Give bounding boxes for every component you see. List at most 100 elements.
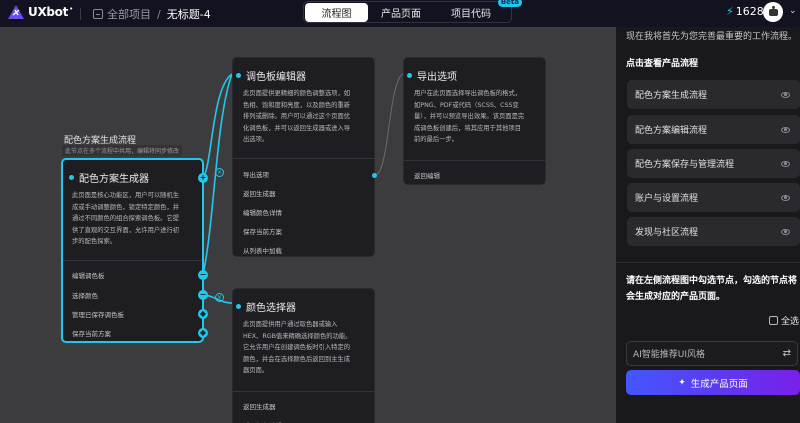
panel-intro-text: 现在我将首先为您完善最重要的工作流程。 [626, 32, 798, 42]
checkbox-icon[interactable] [769, 316, 778, 325]
node-divider [233, 158, 374, 159]
node-title-text: 导出选项 [417, 72, 457, 83]
node-title-text: 调色板编辑器 [246, 72, 306, 83]
node-title-text: 颜色选择器 [246, 303, 296, 314]
view-tabs: 流程图 产品页面 项目代码 Beta [303, 0, 522, 23]
node-title: 颜色选择器 [236, 299, 296, 314]
generate-button-label: 生成产品页面 [690, 378, 748, 390]
flow-item-label: 配色方案保存与管理流程 [635, 160, 735, 170]
node-title: 调色板编辑器 [236, 68, 306, 83]
output-port-icon[interactable] [372, 173, 377, 178]
project-title[interactable]: 无标题-4 [166, 8, 211, 21]
eye-icon[interactable] [781, 126, 790, 133]
eye-icon[interactable] [781, 228, 790, 235]
panel-heading: 点击查看产品流程 [626, 59, 699, 69]
node-color-picker[interactable]: 颜色选择器 此页面提供用户通过取色器或输入 HEX、RGB值来精确选择颜色的功能… [232, 288, 375, 423]
flow-item-generation[interactable]: 配色方案生成流程 [627, 80, 800, 109]
node-dot-icon [236, 304, 241, 309]
link-port-icon[interactable]: × [215, 168, 224, 177]
select-all-label: 全选 [781, 317, 800, 327]
eye-icon[interactable] [781, 91, 790, 98]
eye-icon[interactable] [781, 194, 790, 201]
flowchart-canvas[interactable]: 配色方案生成流程 此节点在多个流程中共用，编辑将同步修改 配色方案生成器 此页面… [0, 27, 616, 423]
node-action-edit-color-details[interactable]: 编辑颜色详情 [243, 209, 282, 217]
node-title: 导出选项 [407, 68, 457, 83]
node-divider [233, 391, 374, 392]
node-description: 此页面提供更精细的颜色调整选项，如 色相、饱和度和亮度，以及颜色的重新 排列或删… [243, 90, 351, 143]
panel-divider [616, 262, 800, 263]
flow-item-label: 配色方案编辑流程 [635, 126, 708, 136]
flow-group-note: 此节点在多个流程中共用，编辑将同步修改 [62, 145, 183, 156]
sparkle-icon: ✦ [678, 377, 686, 388]
eye-icon[interactable] [781, 160, 790, 167]
tab-label: 产品页面 [381, 8, 421, 20]
select-all-checkbox[interactable]: 全选 [769, 314, 799, 327]
flow-item-save-manage[interactable]: 配色方案保存与管理流程 [627, 149, 800, 178]
credits-counter[interactable]: ⚡ 1628 [726, 5, 764, 18]
node-action-export[interactable]: 导出选项 [243, 171, 269, 179]
logo-text: UXbot [28, 5, 69, 19]
node-title-text: 配色方案生成器 [79, 174, 149, 185]
right-panel: 现在我将首先为您完善最重要的工作流程。 点击查看产品流程 配色方案生成流程 配色… [616, 27, 800, 423]
generate-pages-button[interactable]: ✦ 生成产品页面 [626, 370, 800, 395]
tab-project-code[interactable]: 项目代码 Beta [434, 0, 522, 22]
node-export-options[interactable]: 导出选项 用户在此页面选择导出调色板的格式， 如PNG、PDF或代码（SCSS、… [403, 57, 546, 185]
node-action-back-edit[interactable]: 返回编辑 [414, 172, 440, 180]
node-description: 用户在此页面选择导出调色板的格式， 如PNG、PDF或代码（SCSS、CSS变 … [414, 90, 525, 143]
node-action-manage-saved[interactable]: 管理已保存调色板 [72, 311, 124, 319]
tab-flowchart[interactable]: 流程图 [305, 2, 368, 22]
flow-item-label: 账户与设置流程 [635, 194, 699, 204]
logo-dot: • [69, 5, 74, 13]
action-port-icon[interactable]: − [198, 290, 208, 300]
node-action-save-current[interactable]: 保存当前方案 [243, 228, 282, 236]
breadcrumb-separator: / [157, 7, 161, 21]
node-palette-editor[interactable]: 调色板编辑器 此页面提供更精细的颜色调整选项，如 色相、饱和度和亮度，以及颜色的… [232, 57, 375, 257]
swap-icon[interactable]: ⇄ [782, 348, 791, 359]
node-dot-icon [69, 175, 74, 180]
tab-product-pages[interactable]: 产品页面 [368, 3, 434, 22]
add-port-icon[interactable]: + [198, 173, 208, 183]
bolt-icon: ⚡ [726, 5, 734, 18]
flow-item-label: 配色方案生成流程 [635, 91, 708, 101]
tab-label: 流程图 [321, 8, 352, 20]
node-color-scheme-generator[interactable]: 配色方案生成器 此页面是核心功能区，用户可以随机生 成或手动调整颜色，锁定特定颜… [61, 158, 204, 343]
node-description: 此页面是核心功能区，用户可以随机生 成或手动调整颜色，锁定特定颜色，并 通过不同… [72, 192, 180, 245]
flow-item-account-settings[interactable]: 账户与设置流程 [627, 183, 800, 212]
node-action-edit-palette[interactable]: 编辑调色板 [72, 272, 105, 280]
node-title: 配色方案生成器 [69, 170, 149, 185]
action-port-icon[interactable]: − [198, 270, 208, 280]
node-action-load-from-list[interactable]: 从列表中加载 [243, 247, 282, 255]
chevron-down-icon[interactable]: ⌄ [789, 6, 797, 16]
logo[interactable]: UXbot • [8, 5, 73, 19]
link-port-icon[interactable]: × [215, 293, 224, 302]
node-action-save-current[interactable]: 保存当前方案 [72, 330, 111, 338]
logo-icon [8, 5, 24, 19]
node-action-select-color[interactable]: 选择颜色 [72, 292, 98, 300]
node-divider [404, 160, 545, 161]
node-dot-icon [236, 73, 241, 78]
action-port-icon[interactable]: ◆ [198, 309, 208, 319]
flow-item-editing[interactable]: 配色方案编辑流程 [627, 115, 800, 144]
header-divider [80, 8, 81, 20]
breadcrumb-all-projects[interactable]: 全部项目 [107, 8, 151, 21]
node-description: 此页面提供用户通过取色器或输入 HEX、RGB值来精确选择颜色的功能。 它允许用… [243, 321, 352, 374]
folder-icon [93, 9, 103, 19]
action-port-icon[interactable]: ◆ [198, 328, 208, 338]
node-action-back-generator[interactable]: 返回生成器 [243, 403, 276, 411]
credits-value: 1628 [735, 5, 764, 18]
panel-note: 请在左侧流程图中勾选节点，勾选的节点将会生成对应的产品页面。 [626, 276, 798, 302]
flow-item-label: 发现与社区流程 [635, 228, 699, 238]
ui-style-value: AI智能推荐UI风格 [633, 350, 706, 360]
avatar[interactable] [763, 2, 783, 22]
node-action-back-generator[interactable]: 返回生成器 [243, 190, 276, 198]
node-dot-icon [407, 73, 412, 78]
flow-item-discover-community[interactable]: 发现与社区流程 [627, 217, 800, 246]
flow-group-label: 配色方案生成流程 [64, 136, 137, 146]
breadcrumb: 全部项目 / 无标题-4 [93, 6, 211, 22]
top-bar: UXbot • 全部项目 / 无标题-4 流程图 产品页面 项目代码 Beta … [0, 0, 800, 27]
ui-style-selector[interactable]: AI智能推荐UI风格 ⇄ [626, 341, 798, 366]
node-divider [63, 260, 202, 261]
robot-icon [768, 5, 778, 16]
beta-badge: Beta [497, 0, 522, 7]
tab-label: 项目代码 [451, 8, 491, 20]
